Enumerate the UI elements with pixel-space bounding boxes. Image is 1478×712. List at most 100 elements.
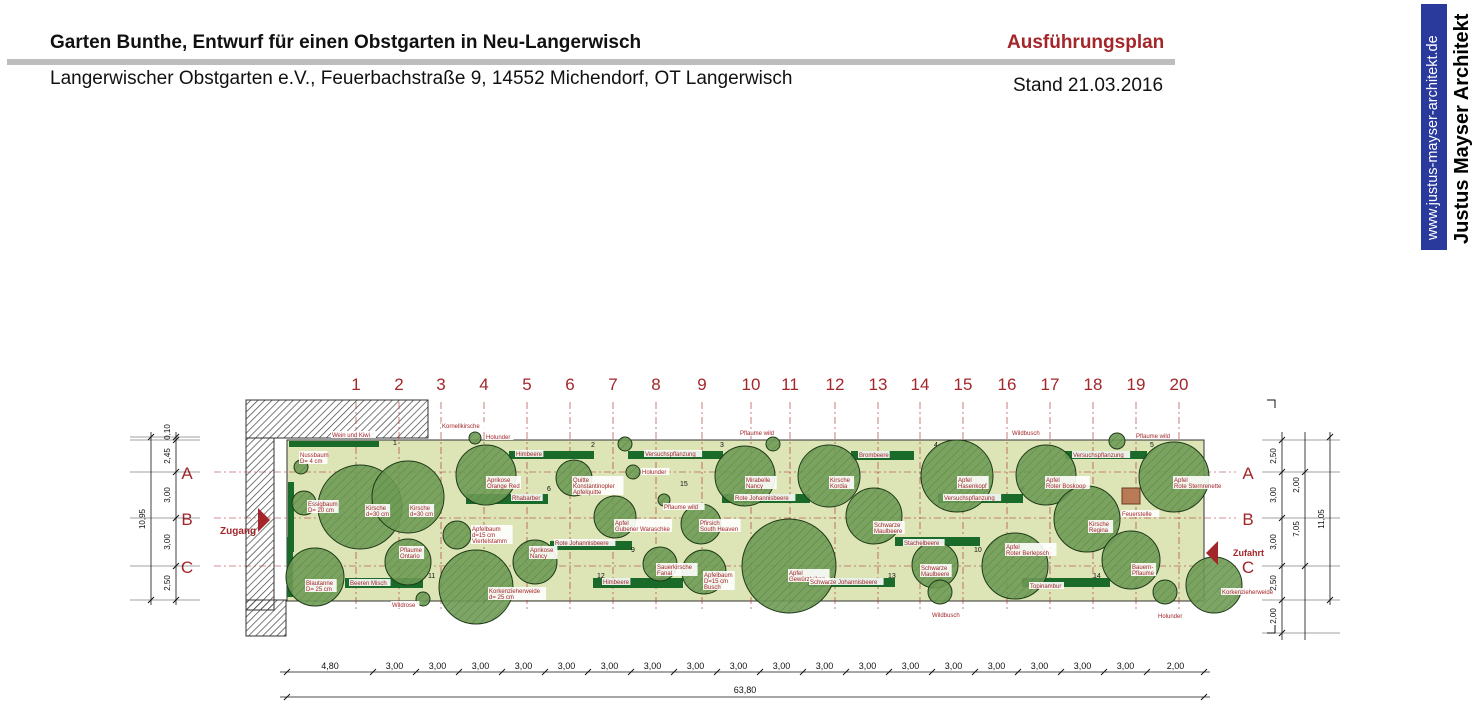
dimension-value: 3,00 xyxy=(429,661,447,671)
hedge-strip xyxy=(466,494,548,504)
tree-crown-hatch xyxy=(626,465,640,479)
dimension-value: 7,05 xyxy=(1292,521,1301,537)
plant-label-line: Roter Berlepsch xyxy=(1006,551,1049,557)
plant-label-line: Korkenzieherweide xyxy=(1222,590,1274,596)
plant-label: Pflaume wild xyxy=(664,505,698,511)
plant-label-line: Kirsche xyxy=(1089,522,1110,528)
dimension-tick xyxy=(670,668,678,676)
dimension-value: 3,00 xyxy=(1031,661,1049,671)
plant-label-line: Aprikose xyxy=(530,548,554,554)
label-background xyxy=(331,431,376,438)
plant-label-line: Apfelbaum xyxy=(704,573,733,579)
plant-label: Wildbusch xyxy=(932,613,960,619)
dimension-value: 3,00 xyxy=(386,661,404,671)
dimension-value: 3,00 xyxy=(163,487,172,503)
neighbour-building-south xyxy=(245,599,287,637)
grid-column-number: 17 xyxy=(1041,375,1060,394)
tree-crown-hatch xyxy=(416,592,430,606)
plant-label-line: Holunder xyxy=(486,435,510,441)
plant-label-line: Wildbusch xyxy=(1012,431,1040,437)
corner-mark xyxy=(1267,399,1276,408)
plant-label-line: Gewürzluiken xyxy=(789,577,825,583)
plant-label-line: Versuchspflanzung xyxy=(1073,453,1124,459)
label-background xyxy=(349,579,391,586)
bed-number: 1 xyxy=(393,440,397,447)
bed-number: 11 xyxy=(428,573,435,580)
label-background xyxy=(485,433,514,440)
dimension-tick xyxy=(1200,668,1208,676)
bed-number: 4 xyxy=(934,442,938,449)
plant-label: Topinambur xyxy=(1030,584,1061,590)
dimension-tick xyxy=(627,668,635,676)
tree-crown-hatch xyxy=(372,461,444,533)
grid-column-number: 4 xyxy=(479,375,488,394)
dimension-tick xyxy=(369,668,377,676)
tree-crown-hatch xyxy=(1153,580,1177,604)
dimension-value: 3,00 xyxy=(1074,661,1092,671)
dimension-value: 3,00 xyxy=(515,661,533,671)
tree-crown-hatch xyxy=(443,521,471,549)
plant-label: Wildrose xyxy=(392,603,416,609)
plant-label-line: Roter Boskoop xyxy=(1046,484,1086,490)
plant-label-line: Kirsche xyxy=(830,478,851,484)
plant-label: Brombeere xyxy=(859,453,889,459)
hedge-strip xyxy=(288,482,294,552)
plant-label-line: Stachelbeere xyxy=(904,541,940,547)
tree-crown-hatch xyxy=(1102,531,1160,589)
dimension-tick xyxy=(971,668,979,676)
bed-number: 14 xyxy=(1093,573,1101,580)
bed-number: 3 xyxy=(720,442,724,449)
plant-label-line: Himbeere xyxy=(603,580,630,586)
hedge-strip xyxy=(593,578,683,588)
plant-label: Himbeere xyxy=(603,580,630,586)
grid-row-letter-left: B xyxy=(181,510,192,529)
dimension-value: 2,00 xyxy=(1269,608,1278,624)
plant-label-line: Rhabarber xyxy=(512,496,540,502)
dimension-value: 2,45 xyxy=(163,448,172,464)
tree-crown-hatch xyxy=(286,548,344,606)
dimension-value: 3,00 xyxy=(644,661,662,671)
plant-label-line: Apfel xyxy=(958,478,972,484)
label-background xyxy=(1135,432,1177,439)
label-background xyxy=(943,494,1002,501)
dimension-tick xyxy=(1100,668,1108,676)
dimension-value: 4,80 xyxy=(321,661,339,671)
dimension-value: 3,00 xyxy=(902,661,920,671)
bed-number: 15 xyxy=(680,481,688,488)
grid-row-letter-left: A xyxy=(181,464,193,483)
grid-row-letter-left: C xyxy=(181,558,193,577)
grid-row-letter-right: B xyxy=(1242,510,1253,529)
label-background xyxy=(299,451,328,464)
label-background xyxy=(572,476,624,495)
plant-labels: Wein und KiwiKornellkirscheHolunderNussb… xyxy=(299,422,1280,620)
dimension-tick xyxy=(412,668,420,676)
plant-label-line: Mirabelle xyxy=(746,478,771,484)
plant-label: Bauern-Pflaume xyxy=(1132,565,1155,577)
grid-column-number: 3 xyxy=(436,375,445,394)
plant-label-line: Pfirsich xyxy=(700,521,720,527)
dimension-lines: 4,80 3,00 3,00 3,00 3,00 3,00 3,00 3,00 3,00 3,00… xyxy=(130,399,1340,701)
label-background xyxy=(903,539,945,546)
tree-crown-hatch xyxy=(1186,557,1242,613)
bed-number: 10 xyxy=(974,547,982,554)
dimension-value: 3,00 xyxy=(859,661,877,671)
label-background xyxy=(391,601,420,608)
dimension-total: 63,80 xyxy=(734,685,757,695)
label-background xyxy=(307,500,339,513)
plant-label-line: Rote Johannisbeere xyxy=(555,541,609,547)
label-background xyxy=(739,429,781,436)
plant-label: Holunder xyxy=(642,470,666,476)
tree-crown-hatch xyxy=(439,550,513,624)
plant-label-line: Himbeere xyxy=(516,452,543,458)
plan-date: Stand 21.03.2016 xyxy=(1013,75,1164,96)
bed-number: 13 xyxy=(888,573,896,580)
label-background xyxy=(399,546,425,559)
dimension-value: 2,00 xyxy=(1292,477,1301,493)
label-background xyxy=(699,519,741,532)
client-address: Langerwischer Obstgarten e.V., Feuerbach… xyxy=(50,68,793,89)
